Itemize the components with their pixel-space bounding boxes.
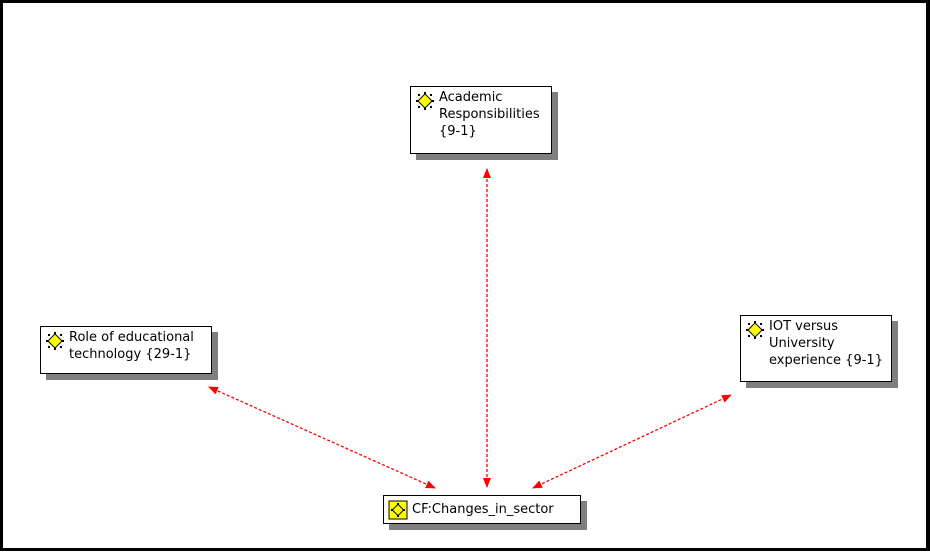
node-cf-changes-in-sector[interactable]: CF:Changes_in_sector bbox=[383, 495, 581, 524]
code-icon bbox=[416, 92, 434, 110]
node-iot-versus-university-experience[interactable]: IOT versus University experience {9-1} bbox=[740, 315, 892, 382]
node-label: Academic Responsibilities {9-1} bbox=[439, 90, 540, 139]
code-family-icon bbox=[388, 500, 408, 520]
node-label: Role of educational technology {29-1} bbox=[69, 330, 194, 362]
link-cf-role[interactable] bbox=[208, 386, 436, 489]
node-role-of-educational-technology[interactable]: Role of educational technology {29-1} bbox=[40, 326, 212, 374]
link-cf-iot[interactable] bbox=[532, 394, 732, 489]
code-icon bbox=[46, 332, 64, 350]
node-label: IOT versus University experience {9-1} bbox=[769, 319, 883, 368]
links-layer bbox=[208, 168, 732, 489]
code-icon bbox=[746, 321, 764, 339]
node-label: CF:Changes_in_sector bbox=[412, 502, 554, 517]
node-academic-responsibilities[interactable]: Academic Responsibilities {9-1} bbox=[410, 86, 552, 154]
